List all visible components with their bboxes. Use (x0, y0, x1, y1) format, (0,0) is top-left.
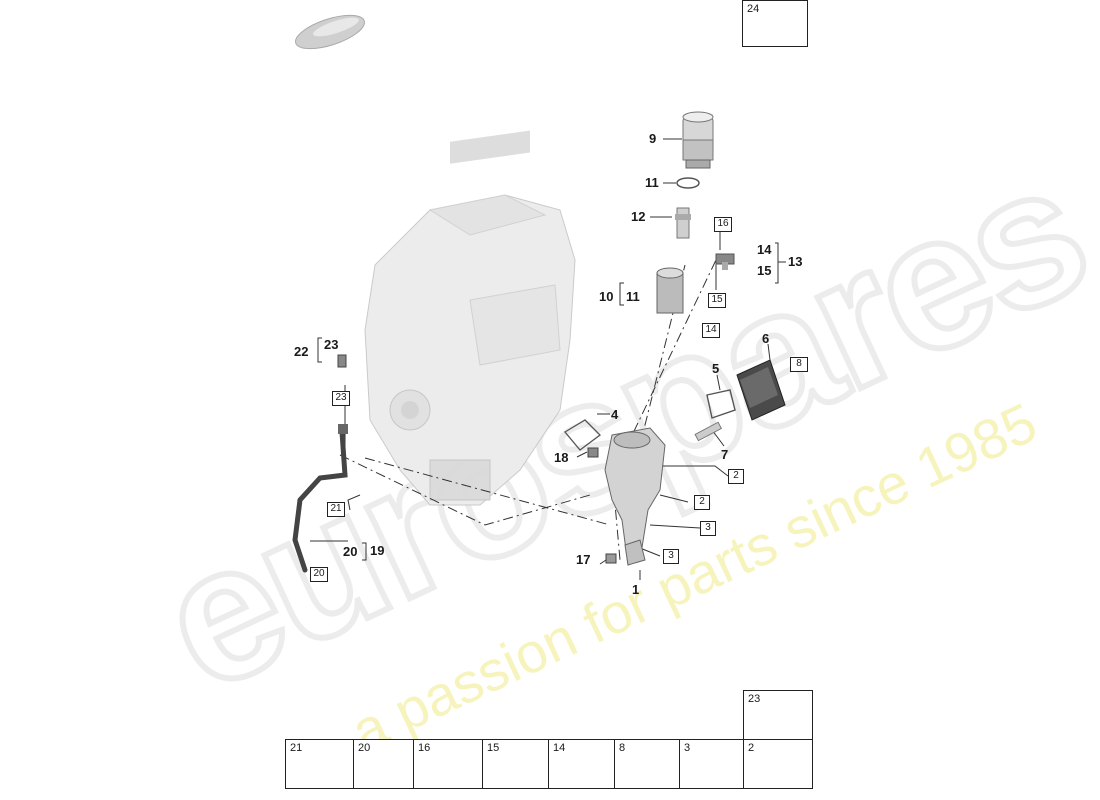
dipstick-tube-image (292, 424, 348, 573)
callout-15: 15 (757, 263, 772, 278)
callout-11-group: 11 (626, 289, 640, 304)
legend-cell-number: 3 (684, 742, 691, 754)
boxref-8: 8 (790, 357, 808, 372)
boxref-3a: 3 (700, 521, 716, 536)
boxref-14: 14 (702, 323, 720, 338)
legend-cell-number: 14 (553, 742, 566, 754)
boxref-21: 21 (327, 502, 345, 517)
boxref-3b: 3 (663, 549, 679, 564)
gasket-image (706, 389, 736, 419)
legend-cell: 20 (353, 739, 414, 789)
legend-cell: 8 (614, 739, 680, 789)
oil-filter-housing-image (604, 427, 666, 566)
legend-cell-number: 2 (748, 742, 755, 754)
legend-cell: 2 (743, 739, 813, 789)
legend-cell-23: 23 (743, 690, 813, 740)
callout-20: 20 (343, 544, 358, 559)
callout-11: 11 (645, 175, 659, 190)
legend-cell: 3 (679, 739, 744, 789)
legend-cell: 21 (285, 739, 354, 789)
legend-cell-number: 16 (418, 742, 431, 754)
callout-12: 12 (631, 209, 646, 224)
callout-18: 18 (554, 450, 569, 465)
callout-14: 14 (757, 242, 772, 257)
valve-image (675, 207, 691, 239)
callout-19: 19 (370, 543, 385, 558)
legend-cell-number: 8 (619, 742, 626, 754)
callout-1: 1 (632, 582, 640, 597)
callout-22: 22 (294, 344, 309, 359)
part-24-number: 24 (747, 3, 760, 15)
legend-cell-23-number: 23 (748, 693, 761, 705)
boxref-2b: 2 (694, 495, 710, 510)
part-24-cell: 24 (742, 0, 808, 47)
sensor-image (715, 253, 735, 270)
boxref-23: 23 (332, 391, 350, 406)
boxref-20: 20 (310, 567, 328, 582)
o-ring-image (676, 177, 700, 189)
callout-17: 17 (576, 552, 591, 567)
legend-cell-number: 15 (487, 742, 500, 754)
boxref-2a: 2 (728, 469, 744, 484)
callout-10: 10 (599, 289, 614, 304)
legend-cell-number: 20 (358, 742, 371, 754)
callout-9: 9 (649, 131, 657, 146)
legend-cell: 14 (548, 739, 615, 789)
legend-cell: 16 (413, 739, 483, 789)
callout-23: 23 (324, 337, 339, 352)
legend-cell: 15 (482, 739, 549, 789)
callout-13: 13 (788, 254, 803, 269)
boxref-15: 15 (708, 293, 726, 308)
callout-7: 7 (721, 447, 729, 462)
boxref-16: 16 (714, 217, 732, 232)
legend-cell-number: 21 (290, 742, 303, 754)
oil-cooler-image (736, 359, 786, 421)
filter-cap-image (682, 111, 714, 169)
engine-block-image (364, 130, 576, 506)
sealant-tube-icon (295, 14, 365, 50)
callout-6: 6 (762, 331, 770, 346)
callout-4: 4 (611, 407, 619, 422)
filter-element-image (656, 267, 684, 314)
callout-5: 5 (712, 361, 720, 376)
